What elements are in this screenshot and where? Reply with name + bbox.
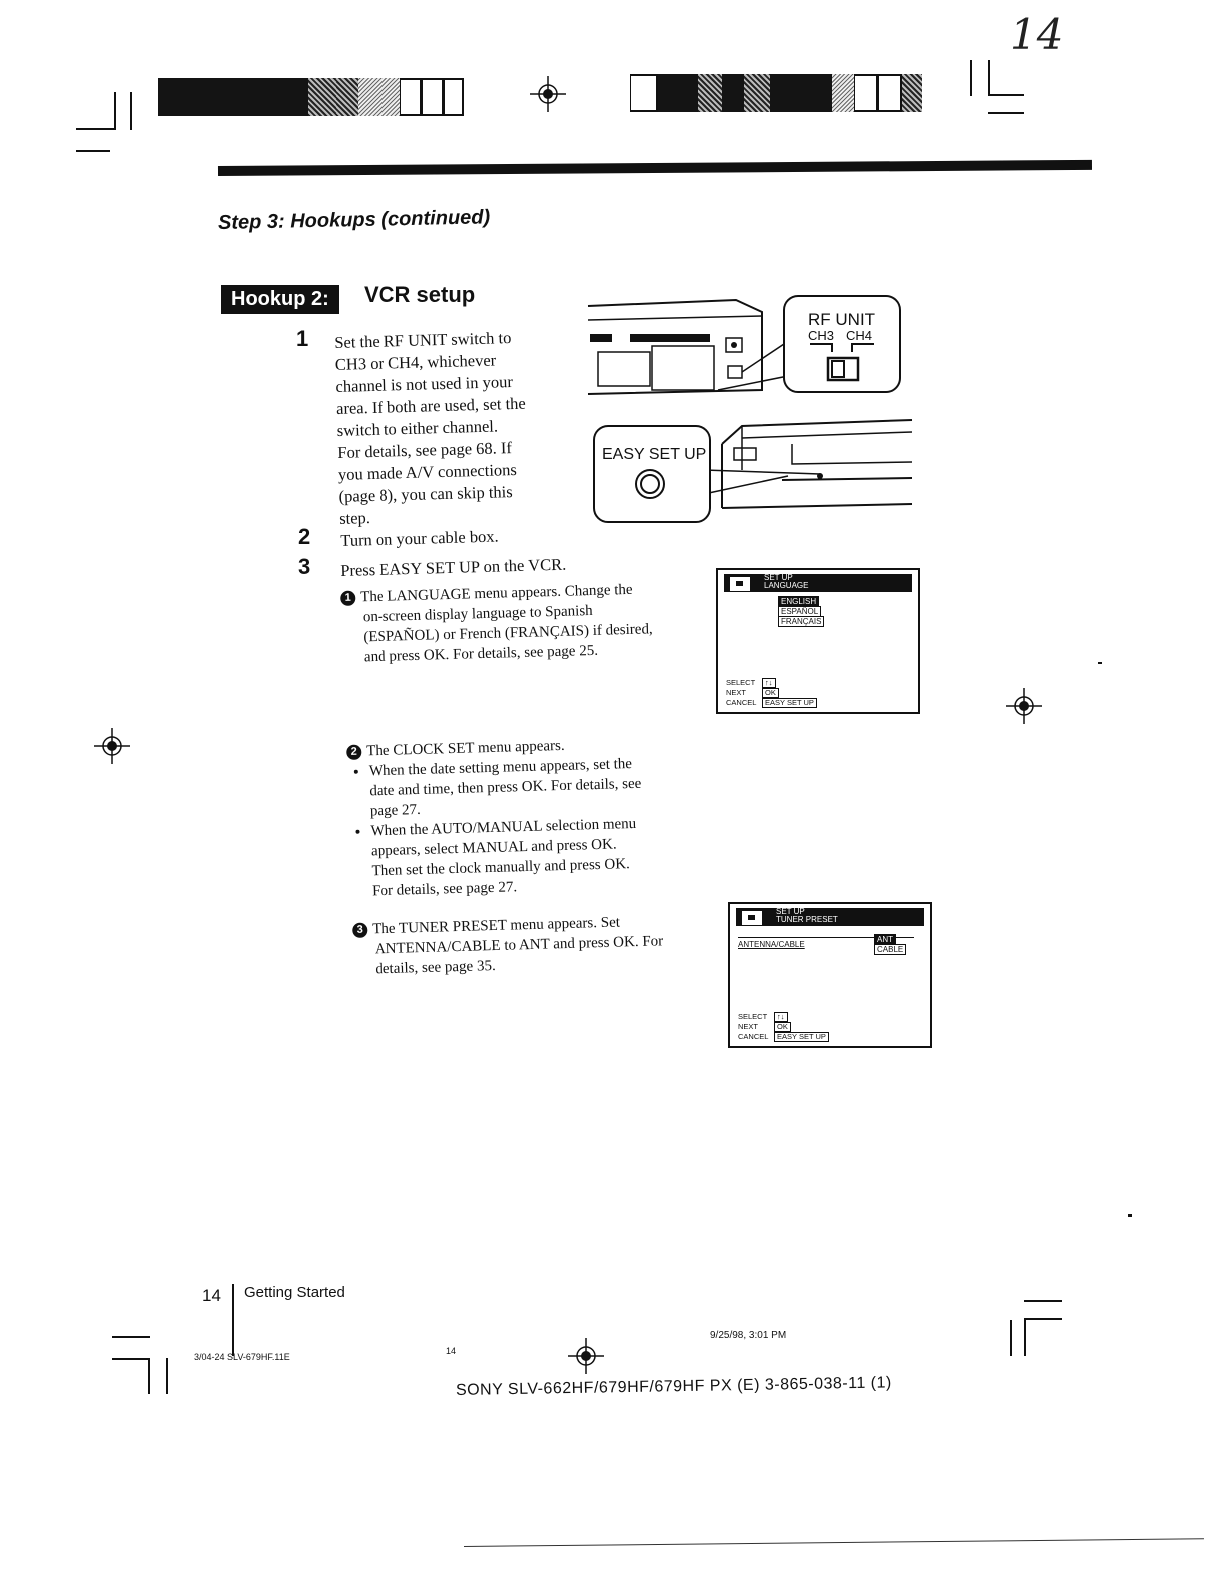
legend-value: ↑↓ [774, 1012, 788, 1022]
step-number: 2 [298, 524, 311, 549]
footer-center-number: 14 [446, 1346, 457, 1356]
registration-strip-right [630, 74, 942, 112]
registration-crosshair-icon [530, 76, 566, 112]
step-title: Step 3: Hookups (continued) [217, 206, 491, 234]
legend-value: ↑↓ [762, 678, 776, 688]
heading-rule [217, 159, 1093, 176]
circled-number-icon: 2 [346, 744, 362, 760]
crop-mark [112, 1336, 150, 1338]
registration-crosshair-icon [568, 1338, 604, 1374]
bullet-item: When the AUTO/MANUAL selection menu appe… [370, 812, 720, 902]
osd-title-bar: SET UP TUNER PRESET [736, 908, 924, 926]
vcr-front-illustration [593, 419, 913, 523]
osd-legend: SELECT ↑↓ NEXT OK CANCEL EASY SET UP [738, 1012, 829, 1042]
crop-mark [114, 92, 116, 130]
bullet-item: When the date setting menu appears, set … [369, 752, 719, 822]
vcr-rear-illustration [587, 295, 901, 395]
osd-divider [738, 937, 914, 938]
circled-number-icon: 3 [352, 922, 368, 938]
step-2-text: Turn on your cable box. [340, 526, 499, 550]
rf-unit-label: RF UNIT [808, 310, 876, 329]
crop-mark [112, 1358, 150, 1360]
print-datetime: 9/25/98, 3:01 PM [710, 1330, 787, 1341]
crop-mark [1024, 1318, 1062, 1320]
osd-option: FRANÇAIS [778, 616, 825, 627]
registration-crosshair-icon [1006, 688, 1042, 724]
osd-option: CABLE [874, 944, 907, 955]
crop-mark [166, 1358, 168, 1394]
legend-key: NEXT [738, 1022, 759, 1031]
osd-title-bar: SET UP LANGUAGE [724, 574, 912, 592]
setup-tab-icon [742, 911, 762, 925]
crop-mark [988, 112, 1024, 114]
footer-section: Getting Started [244, 1284, 345, 1301]
easy-setup-label: EASY SET UP [602, 446, 707, 463]
osd-bar-line: LANGUAGE [764, 581, 809, 590]
crop-mark [1024, 1318, 1026, 1356]
crop-mark [130, 92, 132, 130]
crop-mark [988, 60, 990, 96]
registration-strip-left [158, 78, 464, 116]
step-number: 1 [296, 326, 309, 351]
crop-mark [76, 128, 116, 130]
osd-bar-line: TUNER PRESET [776, 915, 838, 924]
legend-key: CANCEL [738, 1032, 769, 1041]
registration-crosshair-icon [94, 728, 130, 764]
crop-mark [988, 94, 1024, 96]
footer-divider [232, 1284, 234, 1356]
footer-page-number: 14 [202, 1286, 221, 1305]
legend-value: OK [774, 1022, 791, 1032]
circled-number-icon: 1 [340, 590, 356, 606]
legend-key: CANCEL [726, 698, 757, 707]
scan-speck [1128, 1214, 1132, 1217]
legend-value: EASY SET UP [774, 1032, 829, 1042]
legend-key: SELECT [738, 1012, 768, 1021]
osd-legend: SELECT ↑↓ NEXT OK CANCEL EASY SET UP [726, 678, 817, 708]
legend-value: OK [762, 688, 779, 698]
crop-mark [148, 1358, 150, 1394]
ch3-label: CH3 [808, 328, 835, 343]
crop-mark [76, 150, 110, 152]
legend-key: SELECT [726, 678, 756, 687]
crop-mark [970, 60, 972, 96]
crop-mark [1010, 1320, 1012, 1356]
ch4-label: CH4 [846, 328, 873, 343]
step-number: 3 [298, 554, 311, 579]
legend-value: EASY SET UP [762, 698, 817, 708]
step-1-text: Set the RF UNIT switch to CH3 or CH4, wh… [334, 325, 599, 530]
file-code: 3/04-24 SLV-679HF.11E [194, 1352, 290, 1362]
legend-key: NEXT [726, 688, 747, 697]
setup-tab-icon [730, 577, 750, 591]
model-line: SONY SLV-662HF/679HF/679HF PX (E) 3-865-… [455, 1374, 892, 1399]
osd-tuner-screen: SET UP TUNER PRESET ANTENNA/CABLE ANT CA… [728, 902, 932, 1048]
step-3-text: Press EASY SET UP on the VCR. [340, 554, 567, 580]
scan-speck [1098, 662, 1102, 664]
handwritten-page-mark: 14 [1010, 10, 1064, 59]
osd-bar-line: SET UP [776, 907, 805, 916]
crop-mark [1024, 1300, 1062, 1302]
osd-row-label: ANTENNA/CABLE [738, 940, 805, 949]
osd-bar-line: SET UP [764, 573, 793, 582]
page-edge-line [463, 1538, 1204, 1547]
section-title: VCR setup [364, 282, 476, 307]
hookup-badge: Hookup 2: [221, 285, 339, 314]
osd-language-screen: SET UP LANGUAGE ENGLISH ESPAÑOL FRANÇAIS… [716, 568, 920, 714]
rf-unit-switch-icon [810, 343, 874, 382]
